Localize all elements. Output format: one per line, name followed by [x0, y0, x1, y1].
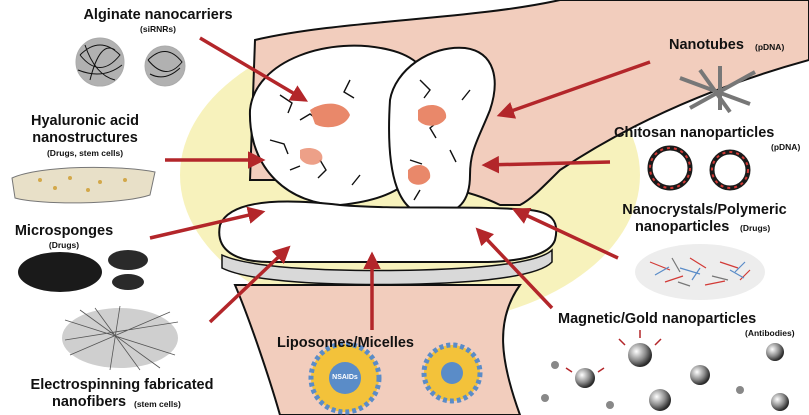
electrospinning-sub: (stem cells) [134, 400, 181, 409]
hyaluronic-title-2: nanostructures [0, 131, 170, 146]
alginate-title: Alginate nanocarriers [58, 8, 258, 23]
alginate-nanocarriers-illustration [76, 38, 185, 86]
liposomes-title: Liposomes/Micelles [277, 336, 414, 351]
magnetic-sub: (Antibodies) [745, 329, 795, 338]
nanofiber-mesh-illustration [62, 306, 178, 370]
electrospinning-title-2: nanofibers [52, 395, 126, 410]
nanocrystals-sub: (Drugs) [740, 224, 770, 233]
alginate-sub: (siRNRs) [58, 25, 258, 34]
chitosan-sub: (pDNA) [771, 143, 800, 152]
microsponges-title: Microsponges [0, 224, 128, 239]
magnetic-gold-nanoparticles-illustration [541, 330, 789, 411]
electrospinning-title-1: Electrospinning fabricated [12, 378, 232, 393]
nanotubes-sub: (pDNA) [755, 43, 784, 52]
hyaluronic-title-1: Hyaluronic acid [0, 114, 170, 129]
nanocrystals-illustration [635, 244, 765, 300]
hyaluronic-acid-illustration [12, 167, 155, 203]
chitosan-nanoparticles-illustration [650, 148, 748, 188]
microsponges-sub: (Drugs) [0, 241, 128, 250]
tibial-plateau [219, 202, 556, 262]
nanocrystals-title-1: Nanocrystals/Polymeric [600, 203, 809, 218]
nanocrystals-title-2: nanoparticles [635, 220, 729, 235]
nanotubes-title: Nanotubes [669, 38, 744, 53]
chitosan-title: Chitosan nanoparticles [614, 126, 774, 141]
nsaids-core-label: NSAIDs [325, 374, 365, 381]
magnetic-title: Magnetic/Gold nanoparticles [558, 312, 756, 327]
hyaluronic-sub: (Drugs, stem cells) [0, 149, 170, 158]
microsponges-illustration [18, 250, 148, 292]
